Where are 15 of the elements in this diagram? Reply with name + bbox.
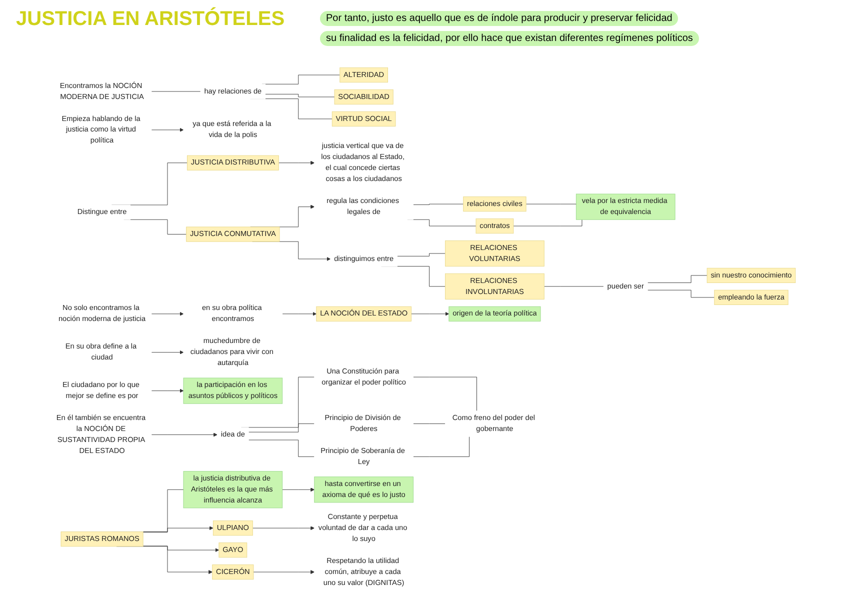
- connector: [396, 253, 446, 256]
- connector: [544, 286, 604, 287]
- connector: [265, 94, 335, 98]
- connector: [413, 436, 470, 457]
- connector: [647, 275, 708, 283]
- connector: [248, 424, 315, 432]
- note: su finalidad es la felicidad, por ello hace que existan diferentes regímenes políticos: [320, 31, 699, 46]
- title: JUSTICIA EN ARISTÓTELES: [16, 8, 285, 31]
- connector: [248, 440, 315, 457]
- connector: [413, 376, 477, 412]
- connector: [513, 219, 582, 226]
- connector: [413, 204, 464, 205]
- note: Por tanto, justo es aquello que es de índole para producir y preservar felicidad: [320, 11, 678, 26]
- connector: [647, 290, 715, 298]
- connector: [526, 204, 576, 205]
